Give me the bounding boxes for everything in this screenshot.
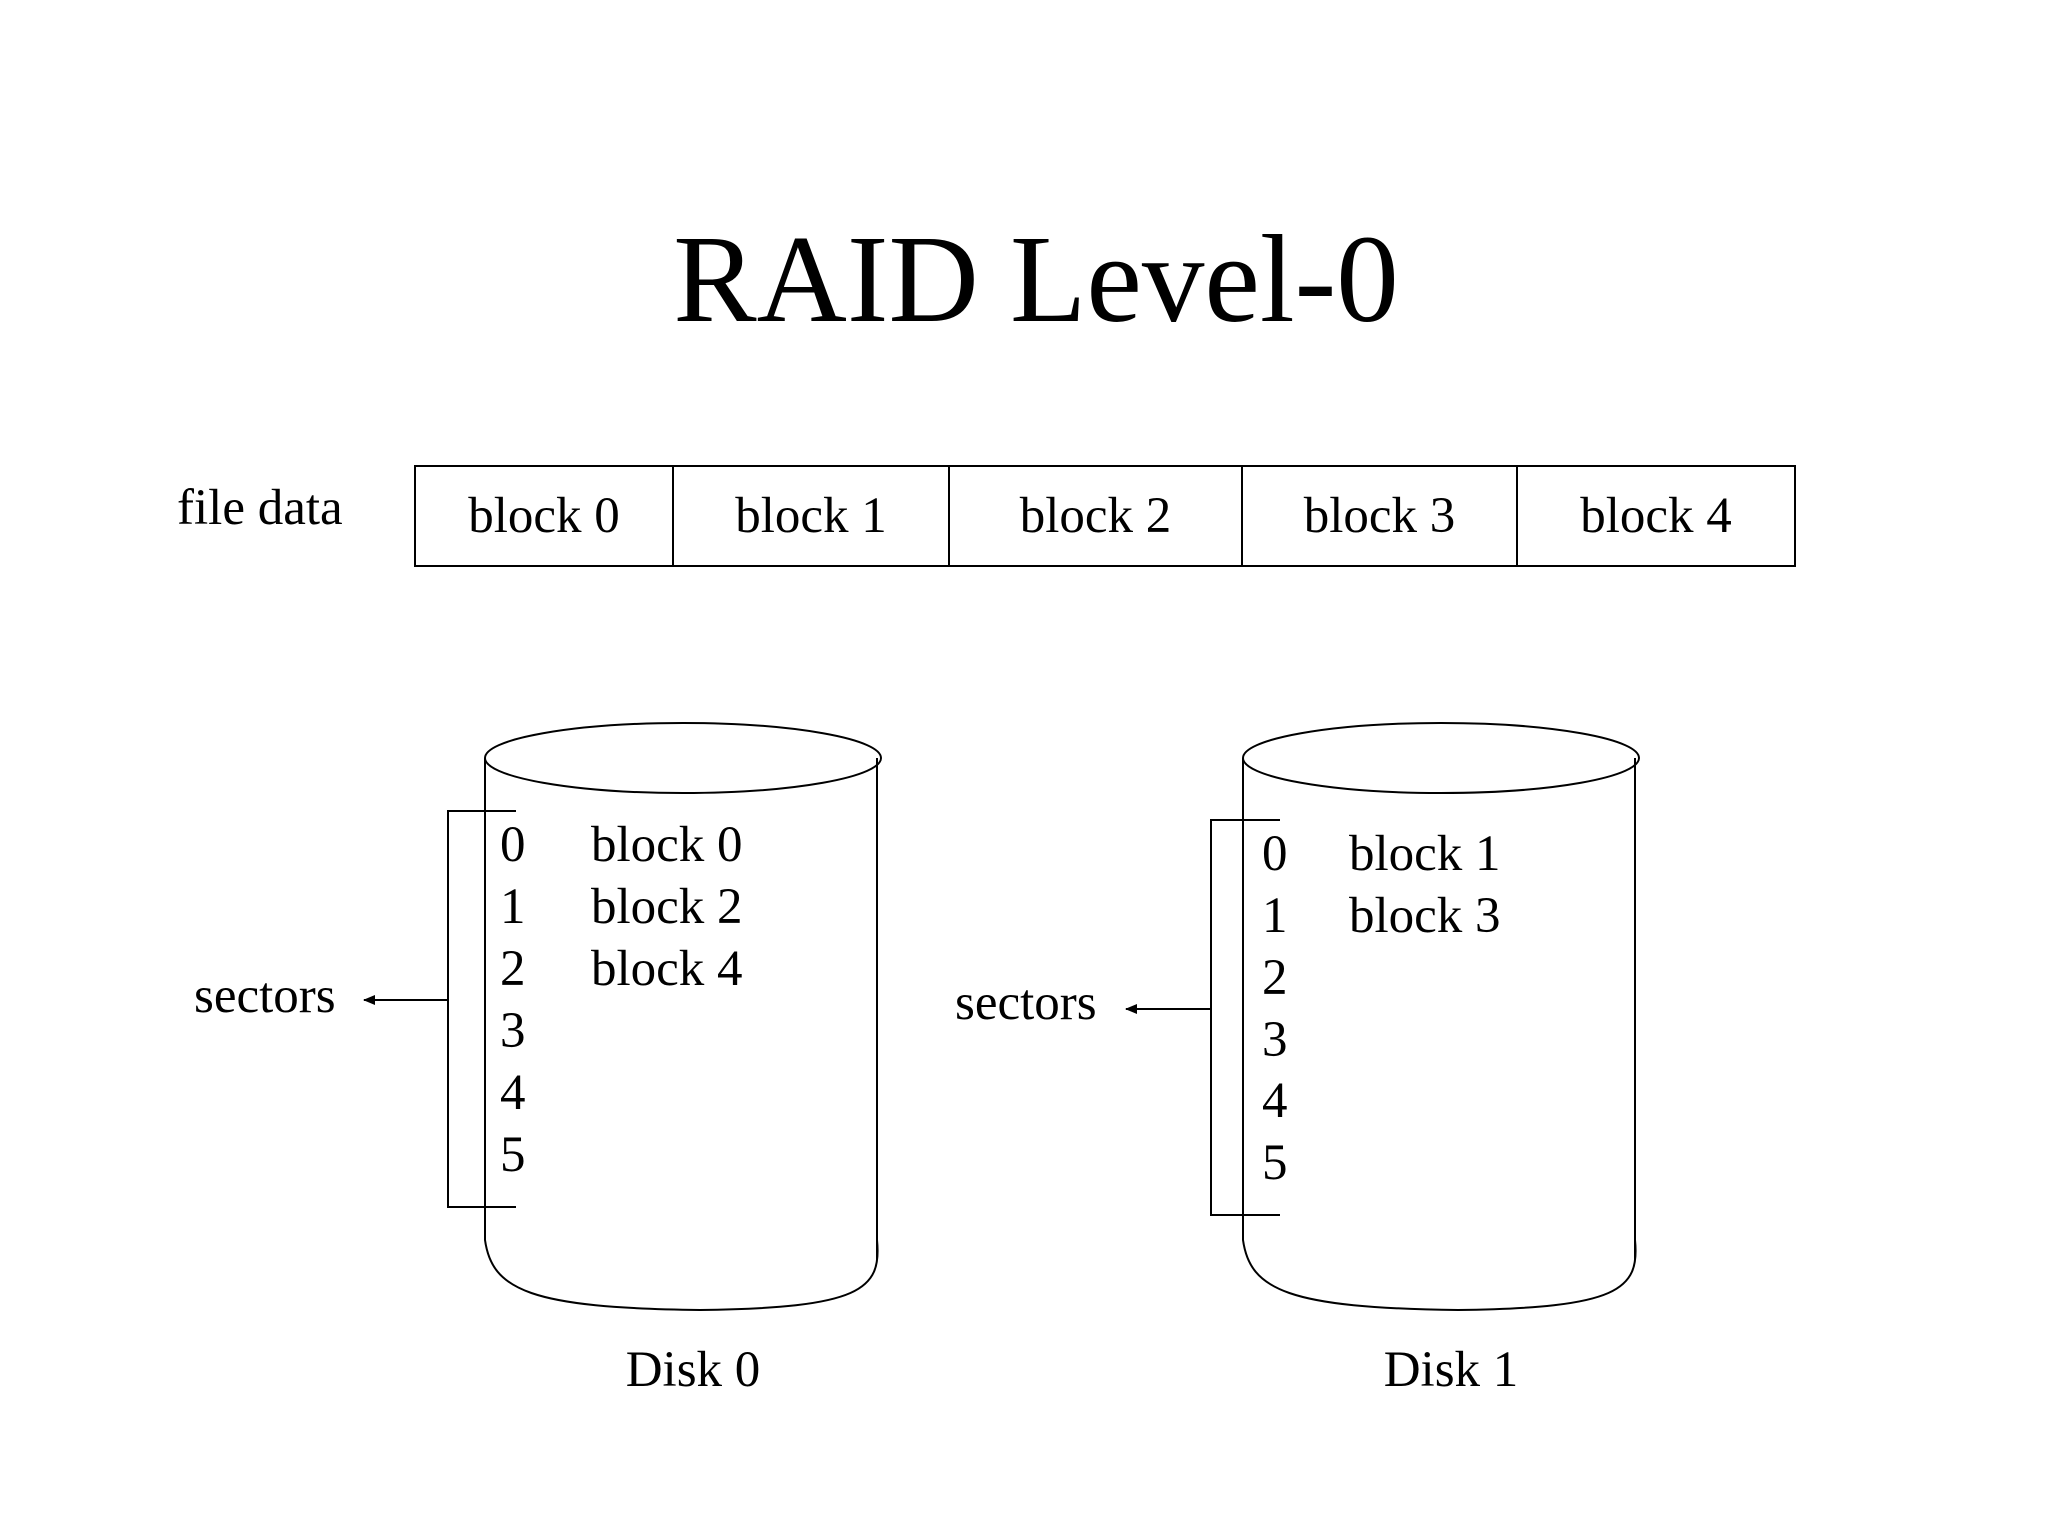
- disk-0-sector-4: 4: [500, 1065, 526, 1121]
- disk-0-block-entry: block 4: [591, 941, 743, 997]
- disk-1-cylinder: [1242, 722, 1640, 1312]
- file-data-block-strip: block 0 block 1 block 2 block 3 block 4: [414, 465, 1796, 567]
- disk-1-sector-3: 3: [1262, 1012, 1288, 1068]
- file-block-3: block 3: [1243, 467, 1518, 565]
- disk-1-sectors-label: sectors: [955, 975, 1097, 1031]
- disk-1-sector-2: 2: [1262, 950, 1288, 1006]
- file-block-2: block 2: [950, 467, 1243, 565]
- disk-0-sector-bracket: [363, 810, 516, 1208]
- disk-0-sector-5: 5: [500, 1127, 526, 1183]
- disk-1-name: Disk 1: [1383, 1342, 1519, 1398]
- slide-title: RAID Level-0: [673, 211, 1399, 349]
- disk-1-block-entry: block 3: [1349, 888, 1501, 944]
- disk-1-sector-bracket: [1125, 819, 1280, 1216]
- disk-1-sector-5: 5: [1262, 1135, 1288, 1191]
- disk-0-sector-1: 1: [500, 879, 526, 935]
- disk-0-sector-2: 2: [500, 941, 526, 997]
- disk-0-sector-3: 3: [500, 1003, 526, 1059]
- disk-1-sector-1: 1: [1262, 888, 1288, 944]
- disk-0-cylinder: [484, 722, 882, 1312]
- disk-1-sector-4: 4: [1262, 1073, 1288, 1129]
- disk-1-sector-0: 0: [1262, 826, 1288, 882]
- disk-0-block-entry: block 2: [591, 879, 743, 935]
- disk-0-block-entry: block 0: [591, 817, 743, 873]
- file-block-1: block 1: [674, 467, 950, 565]
- disk-0-sectors-label: sectors: [194, 968, 336, 1024]
- file-block-4: block 4: [1580, 488, 1732, 544]
- disk-0-sector-0: 0: [500, 817, 526, 873]
- disk-1-block-entry: block 1: [1349, 826, 1501, 882]
- file-block-0: block 0: [416, 467, 674, 565]
- disk-0-name: Disk 0: [625, 1342, 761, 1398]
- file-data-label: file data: [177, 480, 343, 536]
